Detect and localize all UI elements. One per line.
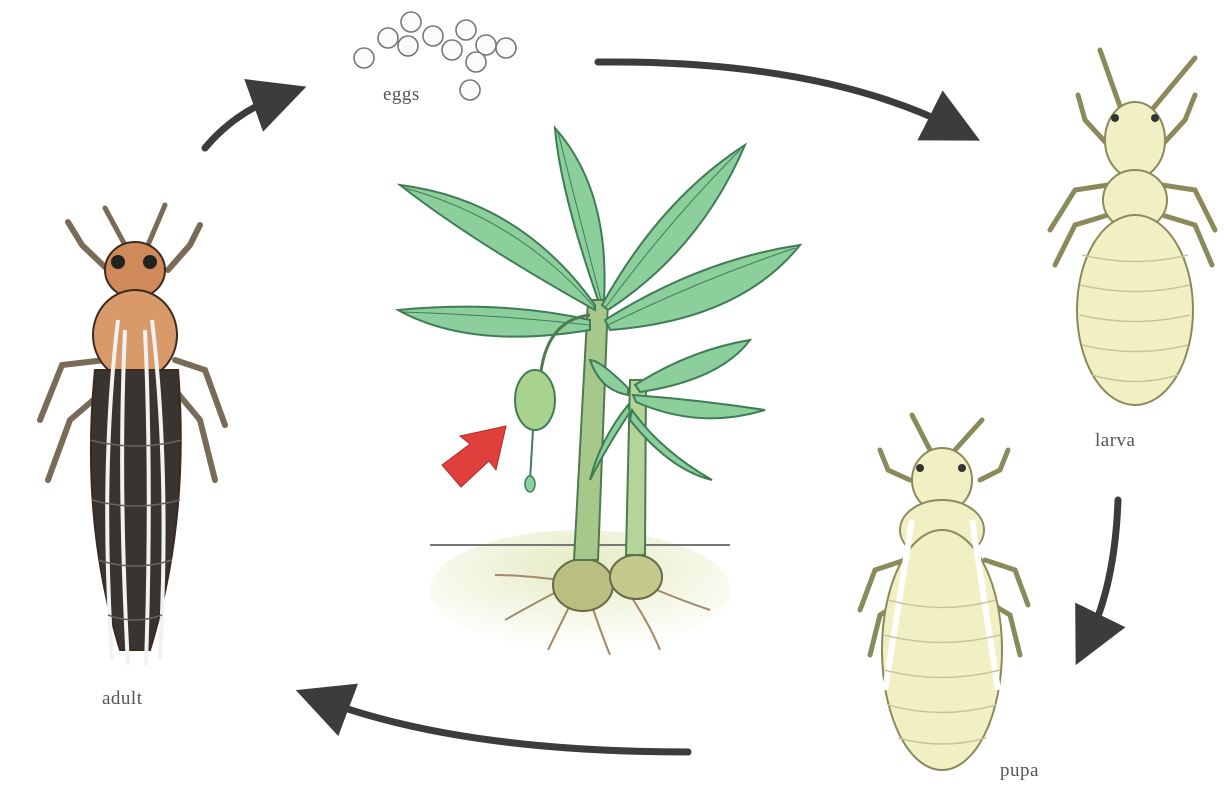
larva-label: larva — [1095, 430, 1135, 452]
larva-illustration — [1050, 50, 1215, 405]
banana-bunch — [515, 370, 555, 430]
banana-plant-illustration — [398, 128, 800, 655]
adult-thrips-illustration — [40, 205, 225, 665]
arrow-larva-to-pupa — [1088, 500, 1118, 640]
pointer-arrow — [442, 426, 506, 487]
pupa-label: pupa — [1000, 760, 1039, 782]
arrow-pupa-to-adult — [322, 700, 688, 752]
arrow-eggs-to-larva — [598, 62, 955, 128]
eggs-illustration — [354, 12, 516, 100]
arrow-adult-to-eggs — [205, 96, 280, 148]
pupa-illustration — [860, 415, 1028, 770]
adult-label: adult — [102, 688, 143, 710]
eggs-label: eggs — [383, 84, 420, 106]
